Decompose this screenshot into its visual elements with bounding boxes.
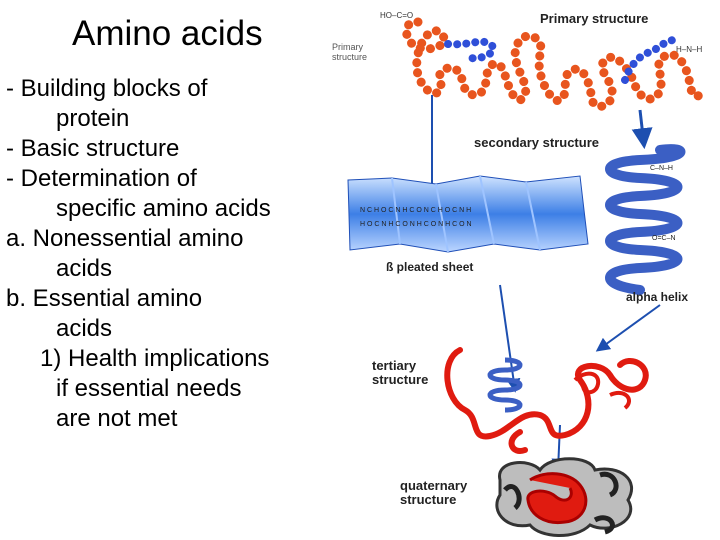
bullet-nonessential: a. Nonessential amino — [6, 225, 244, 252]
primary-side-label-2: structure — [332, 52, 367, 62]
sheet-fold-2 — [435, 183, 449, 253]
alpha-helix: C–N–H O=C–N — [605, 144, 686, 295]
bullet-building-blocks-cont: protein — [56, 105, 130, 132]
tertiary-structure-label: tertiary structure — [372, 358, 428, 387]
quaternary-structure — [495, 457, 634, 537]
primary-chain-blue-2 — [621, 36, 679, 84]
bullet-health-cont-1: if essential needs — [56, 375, 242, 402]
quaternary-dark-loops — [503, 471, 619, 535]
sheet-fold-4 — [525, 181, 541, 251]
primary-structure-title: Primary structure — [540, 11, 648, 26]
bullet-basic-structure: - Basic structure — [6, 135, 180, 162]
bullet-essential: b. Essential amino — [6, 285, 203, 312]
tertiary-blue-coil — [487, 357, 523, 413]
bullet-nonessential-cont: acids — [56, 255, 113, 282]
bullet-list: - Building blocks of protein - Basic str… — [6, 74, 326, 434]
slide-title: Amino acids — [72, 14, 263, 53]
tertiary-label-2: structure — [372, 372, 428, 387]
quaternary-structure-label: quaternary structure — [400, 478, 471, 507]
helix-atoms: C–N–H — [650, 165, 673, 172]
arrow-sheet-to-tertiary — [499, 284, 521, 393]
sheet-atoms: N C H O C N H C O N C H O C N H — [360, 207, 471, 214]
quaternary-label-2: structure — [400, 492, 456, 507]
arrow-primary-to-helix — [631, 109, 653, 150]
bullet-determination-cont: specific amino acids — [56, 195, 271, 222]
bullet-determination: - Determination of — [6, 165, 197, 192]
sheet-fold-1 — [391, 177, 401, 245]
bullet-health-implications: 1) Health implications — [40, 345, 270, 372]
tertiary-structure — [444, 347, 649, 454]
quaternary-label-1: quaternary — [400, 478, 468, 493]
bullet-essential-cont: acids — [56, 315, 113, 342]
primary-side-label-1: Primary — [332, 42, 363, 52]
alpha-helix-label: alpha helix — [626, 290, 688, 304]
bullet-health-cont-2: are not met — [56, 405, 178, 432]
primary-chain-blue — [444, 37, 498, 63]
helix-atoms-2: O=C–N — [652, 235, 676, 242]
amino-group: H–N–H — [676, 45, 702, 54]
quaternary-red-chain — [526, 472, 588, 525]
secondary-structure-label: secondary structure — [474, 135, 599, 150]
tertiary-red-chain — [444, 347, 649, 454]
arrow-helix-to-tertiary — [595, 304, 661, 352]
carboxyl-group: HO–C=O — [380, 11, 413, 20]
sheet-atoms-2: H O C N H C O N H C O N H C O N — [360, 221, 472, 228]
primary-chain-orange — [402, 17, 705, 111]
tertiary-label-1: tertiary — [372, 358, 417, 373]
primary-side-label: Primary structure — [332, 42, 367, 62]
bullet-building-blocks: - Building blocks of — [6, 75, 208, 102]
tertiary-loops — [573, 371, 631, 410]
sheet-fold-3 — [479, 175, 495, 245]
beta-pleated-sheet-label: ß pleated sheet — [386, 260, 473, 274]
beta-pleated-sheet: N C H O C N H C O N C H O C N H H O C N … — [347, 175, 589, 253]
helix-coil — [605, 144, 686, 295]
beta-sheet-panels — [347, 175, 589, 253]
